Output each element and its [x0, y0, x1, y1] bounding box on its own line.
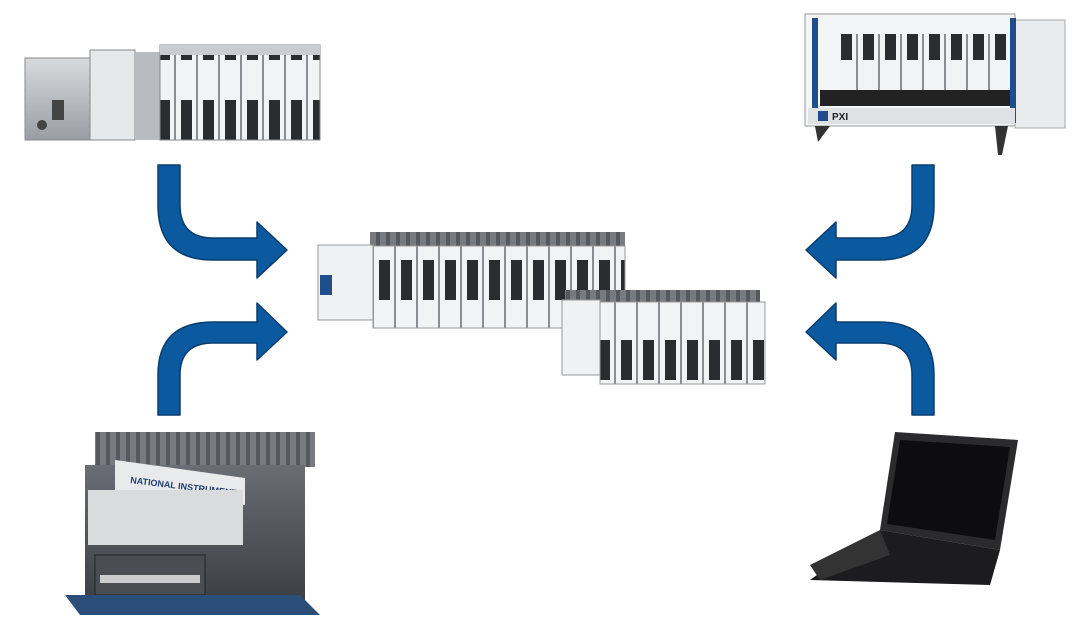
arrow-bottom-right: [805, 302, 935, 416]
arrow-top-left: [157, 164, 288, 279]
compactrio-device-image: [24, 44, 321, 141]
arrow-bottom-left: [157, 302, 288, 416]
industrial-controller-image: NATIONAL INSTRUMENTS: [65, 432, 320, 615]
arrow-top-right: [805, 164, 935, 279]
pxi-brand-logo-text: PXI: [832, 112, 848, 123]
pxi-chassis-image: PXI: [804, 13, 1066, 155]
compactdaq-chassis-image: [317, 232, 766, 385]
laptop-image: [810, 432, 1018, 585]
